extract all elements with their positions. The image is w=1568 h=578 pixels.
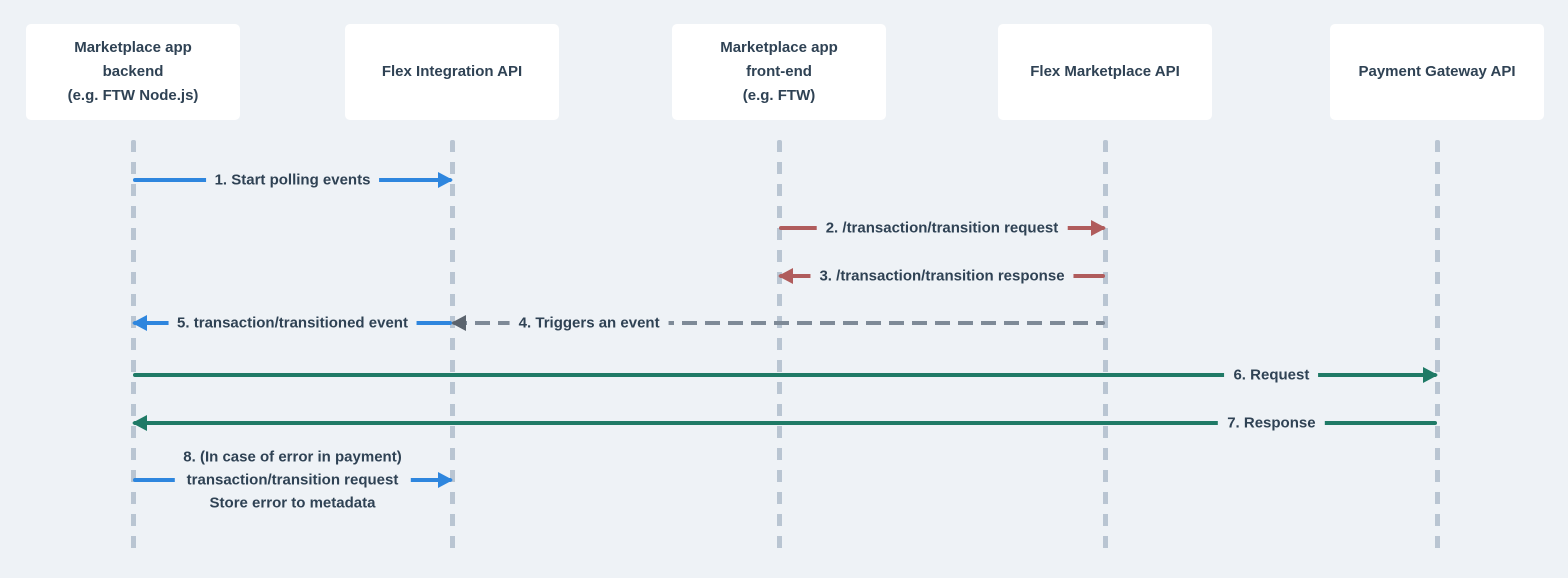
- message-6: 6. Request: [133, 363, 1438, 387]
- message-5-label: 5. transaction/transitioned event: [168, 311, 417, 335]
- message-7: 7. Response: [132, 411, 1437, 435]
- lifeline-payment-gateway-api: [1434, 140, 1440, 552]
- participant-label-flex-marketplace-api: Flex Marketplace API: [1030, 63, 1180, 80]
- arrowhead-left-icon: [451, 315, 466, 331]
- message-4-label: 4. Triggers an event: [509, 311, 669, 335]
- message-7-line: [133, 421, 1437, 425]
- lifeline-flex-integration-api: [449, 140, 455, 552]
- participant-label-payment-gateway-api: Payment Gateway API: [1358, 63, 1516, 80]
- participant-box-payment-gateway-api: Payment Gateway API: [1330, 24, 1544, 120]
- participant-box-flex-marketplace-api: Flex Marketplace API: [998, 24, 1212, 120]
- arrowhead-right-icon: [438, 172, 453, 188]
- message-4: 4. Triggers an event: [451, 311, 1105, 335]
- message-1: 1. Start polling events: [133, 168, 453, 192]
- participant-box-flex-integration-api: Flex Integration API: [345, 24, 559, 120]
- message-6-line: [133, 373, 1437, 377]
- message-2: 2. /transaction/transition request: [779, 216, 1106, 240]
- arrowhead-right-icon: [1423, 367, 1438, 383]
- arrowhead-left-icon: [132, 415, 147, 431]
- message-5: 5. transaction/transitioned event: [132, 311, 452, 335]
- message-1-label: 1. Start polling events: [205, 168, 380, 192]
- message-2-label: 2. /transaction/transition request: [816, 216, 1068, 240]
- message-4-line: [452, 321, 1105, 325]
- arrowhead-left-icon: [132, 315, 147, 331]
- message-8: 8. (In case of error in payment)transact…: [133, 445, 453, 515]
- arrowhead-left-icon: [778, 268, 793, 284]
- lifeline-marketplace-backend: [130, 140, 136, 552]
- arrowhead-right-icon: [438, 472, 453, 488]
- message-3-label: 3. /transaction/transition response: [810, 264, 1074, 288]
- message-7-label: 7. Response: [1218, 411, 1325, 435]
- arrowhead-right-icon: [1091, 220, 1106, 236]
- lifeline-flex-marketplace-api: [1102, 140, 1108, 552]
- message-8-label: 8. (In case of error in payment)transact…: [174, 445, 411, 515]
- message-3: 3. /transaction/transition response: [778, 264, 1105, 288]
- lifeline-marketplace-frontend: [776, 140, 782, 552]
- participant-label-flex-integration-api: Flex Integration API: [381, 63, 523, 80]
- message-6-label: 6. Request: [1224, 363, 1319, 387]
